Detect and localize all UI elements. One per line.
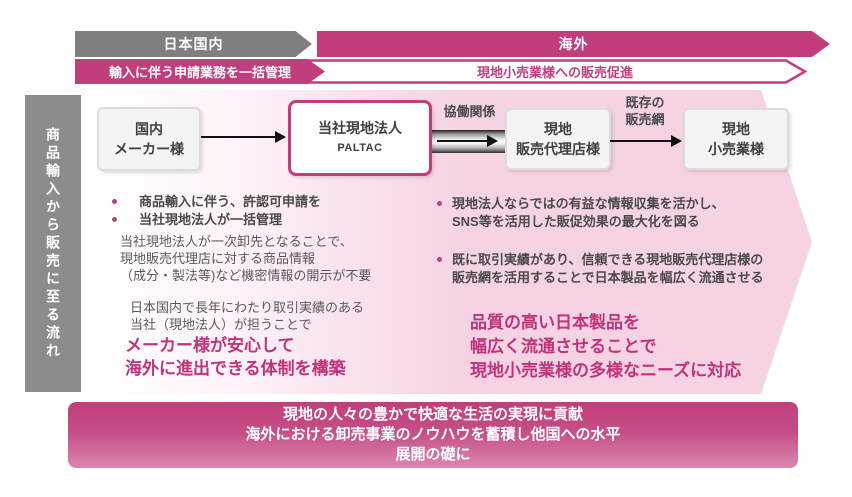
right-bullet-1: 現地法人ならではの有益な情報収集を活かし、 SNS等を活用した販促効果の最大化を… (437, 195, 725, 231)
left-paragraph-1: 当社現地法人が一次卸先となることで、 現地販売代理店に対する商品情報 （成分・製… (120, 233, 371, 284)
box-local-retailer: 現地 小売業様 (683, 108, 789, 170)
left-paragraph-1-line1: 当社現地法人が一次卸先となることで、 (120, 234, 353, 249)
left-paragraph-2-line1: 日本国内で長年にわたり取引実績のある (130, 300, 365, 315)
right-bullet-2: 既に取引実績があり、信頼できる現地販売代理店様の 販売網を活用することで日本製品… (437, 251, 764, 287)
box-domestic-maker-line1: 国内 (135, 121, 163, 137)
label-existing-network-line1: 既存の (625, 95, 665, 110)
left-paragraph-2: 日本国内で長年にわたり取引実績のある 当社（現地法人）が担うことで (130, 299, 364, 333)
label-existing-network: 既存の 販売網 (600, 94, 690, 128)
left-highlight-line2: 海外に進出できる体制を構築 (125, 359, 346, 378)
right-highlight: 品質の高い日本製品を 幅広く流通させることで 現地小売業様の多様なニーズに対応 (470, 311, 741, 383)
arrow-agent-to-retailer (610, 140, 672, 142)
arrow-maker-to-paltac (201, 136, 275, 138)
bullet-dot-icon (112, 217, 117, 222)
box-domestic-maker: 国内 メーカー様 (97, 107, 201, 171)
banner-japan-domestic-label: 日本国内 (163, 36, 224, 52)
right-highlight-line3: 現地小売業様の多様なニーズに対応 (470, 361, 742, 380)
right-bullet-1-text: 現地法人ならではの有益な情報収集を活かし、 SNS等を活用した販促効果の最大化を… (452, 195, 725, 231)
right-bullet-1-line2: SNS等を活用した販促効果の最大化を図る (452, 214, 700, 229)
banner-sales-promotion: 現地小売業様への販売促進 (330, 59, 780, 84)
arrow-paltac-to-agent (437, 140, 489, 142)
bullet-dot-icon (437, 257, 442, 262)
box-paltac-local-subsidiary: 当社現地法人 PALTAC (288, 100, 432, 176)
box-local-retailer-line2: 小売業様 (708, 141, 764, 157)
banner-japan-domestic: 日本国内 (75, 31, 312, 57)
banner-overseas: 海外 (317, 31, 830, 57)
bottom-banner-line3: 展開の礎に (395, 446, 471, 463)
arrow-paltac-to-agent-head (487, 135, 498, 147)
label-collaboration: 協働関係 (443, 104, 496, 119)
right-highlight-line2: 幅広く流通させることで (470, 337, 657, 356)
left-highlight: メーカー様が安心して 海外に進出できる体制を構築 (125, 334, 346, 380)
box-local-sales-agent: 現地 販売代理店様 (505, 108, 611, 170)
box-domestic-maker-line2: メーカー様 (114, 141, 184, 157)
bottom-summary-banner: 現地の人々の豊かで快適な生活の実現に貢献 海外における卸売事業のノウハウを蓄積し… (68, 402, 798, 468)
banner-import-management: 輸入に伴う申請業務を一括管理 (75, 59, 325, 84)
left-bullet-2-text: 当社現地法人が一括管理 (139, 212, 283, 227)
left-paragraph-1-line3: （成分・製法等)など機密情報の開示が不要 (120, 268, 372, 283)
bottom-banner-line1: 現地の人々の豊かで快適な生活の実現に貢献 (282, 406, 583, 423)
box-paltac-line2: PALTAC (337, 142, 383, 154)
bullet-dot-icon (437, 201, 442, 206)
arrow-maker-to-paltac-head (275, 131, 286, 143)
side-bar-flow-title-label: 商品輸入から販売に至る流れ (45, 126, 61, 361)
label-existing-network-line2: 販売網 (625, 112, 665, 127)
right-bullet-2-line1: 既に取引実績があり、信頼できる現地販売代理店様の (452, 252, 764, 267)
side-bar-flow-title: 商品輸入から販売に至る流れ (25, 95, 81, 392)
right-highlight-line1: 品質の高い日本製品を (470, 313, 640, 332)
bullet-dot-icon (112, 199, 117, 204)
banner-import-management-label: 輸入に伴う申請業務を一括管理 (108, 65, 291, 80)
left-bullet-1-text: 商品輸入に伴う、許認可申請を (139, 194, 322, 209)
left-paragraph-1-line2: 現地販売代理店に対する商品情報 (120, 251, 316, 266)
right-bullet-2-line2: 販売網を活用することで日本製品を幅広く流通させる (452, 270, 764, 285)
banner-overseas-label: 海外 (558, 36, 589, 52)
right-bullet-1-line1: 現地法人ならではの有益な情報収集を活かし、 (452, 196, 725, 211)
box-local-sales-agent-line1: 現地 (544, 121, 572, 137)
left-highlight-line1: メーカー様が安心して (125, 336, 295, 355)
bottom-banner-line2: 海外における卸売事業のノウハウを蓄積し他国への水平 (245, 426, 621, 443)
box-local-retailer-line1: 現地 (722, 121, 750, 137)
right-bullet-2-text: 既に取引実績があり、信頼できる現地販売代理店様の 販売網を活用することで日本製品… (452, 251, 764, 287)
box-paltac-line1: 当社現地法人 (318, 120, 402, 136)
left-paragraph-2-line2: 当社（現地法人）が担うことで (130, 317, 312, 332)
left-bullet-1: 商品輸入に伴う、許認可申請を (112, 193, 321, 211)
arrow-agent-to-retailer-head (671, 135, 682, 147)
box-local-sales-agent-line2: 販売代理店様 (516, 141, 600, 157)
banner-sales-promotion-label: 現地小売業様への販売促進 (476, 65, 633, 80)
left-bullet-2: 当社現地法人が一括管理 (112, 211, 282, 229)
